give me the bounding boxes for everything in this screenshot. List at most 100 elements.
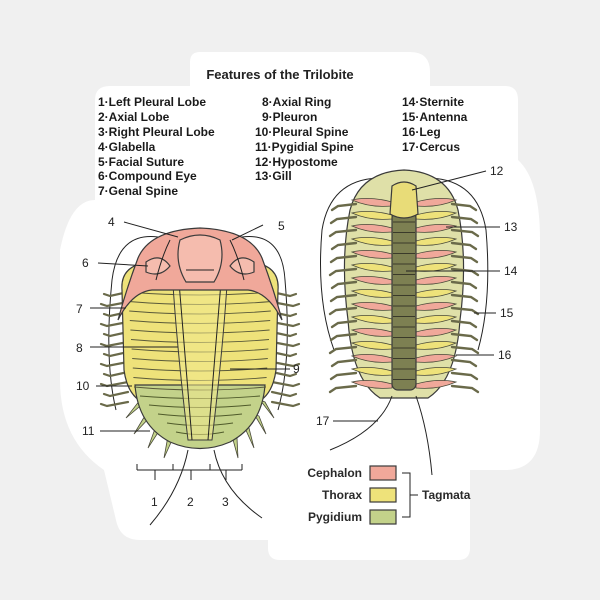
axial-furrow-right (207, 269, 223, 441)
dorsal-leg-left (99, 360, 130, 368)
hypostome (389, 181, 419, 219)
diagram-title: Features of the Trilobite (206, 67, 353, 82)
ventral-leg-right (450, 280, 478, 290)
dorsal-leg-left (99, 340, 130, 348)
ventral-leg-left (328, 345, 358, 355)
callout-9: 9 (293, 362, 300, 376)
ventral-leg-right (450, 228, 480, 238)
feature-7: 7·Genal Spine (98, 184, 178, 198)
dorsal-leg-left (102, 370, 130, 378)
gill-left (350, 237, 393, 246)
gill-right (415, 276, 458, 285)
feature-6: 6·Compound Eye (98, 169, 197, 183)
dorsal-leg-left (99, 320, 130, 328)
gill-left (350, 315, 393, 324)
gill-left (350, 211, 393, 220)
gill-right (415, 250, 458, 259)
gill-right (415, 367, 458, 376)
dorsal-leg-right (270, 340, 301, 348)
gill-left (350, 250, 393, 259)
callout-5: 5 (278, 219, 285, 233)
facial-suture-left (155, 239, 171, 281)
gill-left (350, 198, 393, 207)
dorsal-cercus-left (149, 449, 189, 526)
dorsal-leg-left (102, 390, 130, 398)
compound-eye-left (145, 257, 171, 275)
callout-4: 4 (108, 215, 115, 229)
compound-eye-right (229, 257, 255, 275)
ventral-leg-right (450, 202, 478, 212)
legend-bracket (402, 472, 418, 518)
feature-3: 3·Right Pleural Lobe (98, 125, 215, 139)
callout-16: 16 (498, 348, 512, 362)
legend-label-cephalon: Cephalon (307, 466, 362, 480)
dorsal-antenna-left (108, 236, 159, 411)
ventral-cercus-right (415, 395, 433, 476)
dorsal-leg-right (270, 370, 298, 378)
feature-1: 1·Left Pleural Lobe (98, 95, 206, 109)
ventral-cercus-left (329, 395, 393, 451)
ventral-leg-left (328, 228, 358, 238)
legend-label-pygidium: Pygidium (308, 510, 362, 524)
gill-right (415, 341, 458, 350)
ventral-callout-lines (333, 170, 500, 422)
gill-right (415, 328, 458, 337)
gill-right (415, 211, 458, 220)
feature-4: 4·Glabella (98, 140, 156, 154)
dorsal-leg-right (270, 390, 298, 398)
gill-left (350, 328, 393, 337)
ventral-leg-right (450, 254, 479, 264)
sternite-column (391, 211, 417, 391)
ventral-leg-left (329, 215, 358, 225)
gill-right (415, 198, 458, 207)
dorsal-leg-left (102, 330, 130, 338)
gill-right (415, 302, 458, 311)
callout-14: 14 (504, 264, 518, 278)
legend-swatch-thorax (369, 487, 397, 503)
dorsal-antenna-right (241, 236, 288, 411)
dorsal-trilobite (99, 227, 301, 526)
ventral-leg-left (330, 202, 358, 212)
gill-left (350, 354, 393, 363)
callout-8: 8 (76, 341, 83, 355)
dorsal-callout-lines (90, 221, 290, 480)
ventral-leg-left (329, 293, 358, 303)
dorsal-leg-right (270, 330, 298, 338)
callout-13: 13 (504, 220, 518, 234)
ventral-leg-left (330, 280, 358, 290)
legend-label-thorax: Thorax (322, 488, 362, 502)
gill-left (350, 341, 393, 350)
ventral-leg-left (329, 332, 358, 342)
tagmata-legend: Cephalon Thorax Pygidium Tagmata (307, 465, 471, 525)
gill-right (415, 380, 458, 389)
callout-3: 3 (222, 495, 229, 509)
ventral-callout-labels: 12 13 14 15 16 17 (316, 164, 518, 428)
ventral-leg-right (450, 358, 478, 368)
ventral-leg-left (330, 358, 358, 368)
ventral-leg-right (450, 371, 479, 381)
dorsal-glabella (177, 234, 223, 283)
gill-right (415, 289, 458, 298)
ventral-leg-right (450, 332, 479, 342)
sternite-segments (393, 221, 415, 380)
feature-10: 10·Pleural Spine (255, 125, 349, 139)
ventral-leg-left (328, 306, 358, 316)
facial-suture-right (229, 239, 245, 281)
dorsal-leg-right (270, 380, 301, 388)
callout-1: 1 (151, 495, 158, 509)
gill-left (350, 367, 393, 376)
callout-6: 6 (82, 256, 89, 270)
dorsal-leg-left (99, 300, 130, 308)
gill-left (350, 276, 393, 285)
callout-15: 15 (500, 306, 514, 320)
ventral-leg-right (450, 293, 479, 303)
dorsal-leg-left (99, 400, 130, 408)
dorsal-leg-right (270, 350, 298, 358)
ventral-antenna-right (429, 177, 489, 351)
ventral-leg-left (328, 267, 358, 277)
gill-left (350, 302, 393, 311)
gill-left (350, 263, 393, 272)
ventral-leg-left (330, 241, 358, 251)
